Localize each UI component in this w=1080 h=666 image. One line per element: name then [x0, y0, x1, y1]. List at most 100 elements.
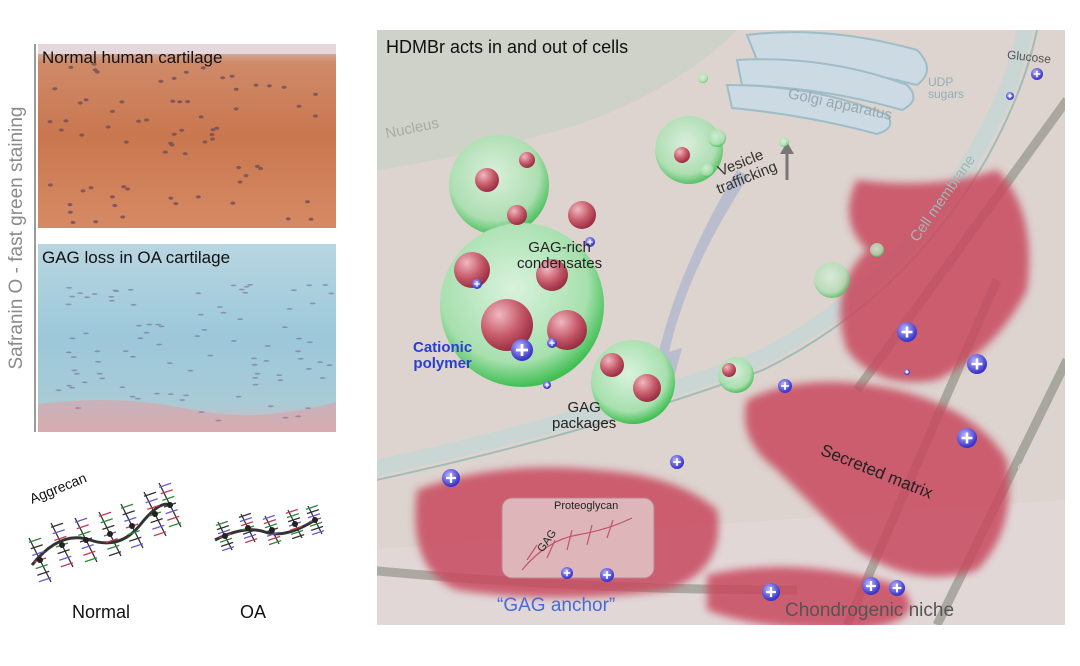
gag-chain: [124, 516, 137, 523]
chondrocyte-dot: [210, 128, 216, 132]
chondrocyte-dot: [195, 195, 201, 199]
chondrocyte-dot: [47, 183, 53, 187]
chondrocyte-dot: [77, 101, 83, 105]
plus-sign: [673, 458, 681, 466]
gag-chain: [268, 539, 282, 546]
plus-sign: [971, 358, 983, 370]
condensates-label: GAG-rich condensates: [517, 239, 603, 272]
chondrocyte-dot: [276, 374, 283, 376]
chondrocyte-dot: [277, 379, 284, 382]
gag-chain: [122, 510, 135, 516]
link-node: [269, 527, 275, 533]
chondrocyte-dot: [233, 107, 239, 111]
gag-chain: [54, 535, 67, 542]
gag-chain: [290, 529, 304, 536]
chondrocyte-dot: [263, 360, 270, 362]
chondrocyte-dot: [281, 85, 287, 89]
gag-chain: [286, 512, 300, 519]
chondrocyte-dot: [296, 104, 302, 108]
chondrocyte-dot: [136, 119, 142, 123]
chondrocyte-dot: [185, 100, 191, 104]
gag-chain: [83, 550, 96, 556]
link-node: [129, 523, 135, 529]
gag-chain: [84, 557, 98, 563]
link-node: [152, 511, 158, 517]
chondrocyte-dot: [220, 76, 226, 80]
chondrocyte-dot: [67, 210, 73, 214]
oa-label: OA: [240, 602, 267, 622]
gag-chain: [216, 524, 230, 531]
gag-chain: [76, 524, 89, 530]
gag-chain: [129, 536, 142, 542]
gag-chain: [215, 520, 229, 527]
chondrocyte-dot: [198, 115, 204, 119]
chondrocyte-dot: [187, 369, 194, 372]
plus-sign: [766, 587, 776, 597]
chondrocyte-dot: [254, 164, 260, 168]
gag-droplet: [600, 353, 624, 377]
gag-chain: [167, 515, 180, 521]
chondrocyte-dot: [166, 362, 173, 364]
plus-sign: [446, 473, 456, 483]
chondrocyte-dot: [69, 386, 76, 389]
chondrocyte-dot: [253, 83, 259, 87]
gag-chain: [309, 521, 323, 527]
chondrocyte-dot: [120, 215, 126, 219]
gag-chain: [285, 508, 299, 515]
chondrocyte-dot: [170, 99, 176, 103]
chondrocyte-dot: [312, 114, 318, 118]
main-illustration: HDMBr acts in and out of cells Nucleus G…: [377, 30, 1065, 625]
gag-chain: [74, 517, 88, 523]
chondrocyte-dot: [109, 195, 115, 199]
gag-chain: [220, 541, 234, 548]
gag-droplet: [454, 252, 490, 288]
chondrocyte-dot: [91, 62, 97, 66]
gag-chain: [105, 537, 118, 544]
chondrocyte-dot: [297, 357, 304, 360]
chondrocyte-dot: [305, 368, 312, 370]
oa-caption: GAG loss in OA cartilage: [42, 248, 231, 267]
chondrocyte-dot: [209, 133, 215, 137]
chondrocyte-dot: [215, 419, 222, 422]
chondrocyte-dot: [108, 295, 115, 298]
chondrocyte-dot: [66, 384, 73, 387]
chondrocyte-dot: [75, 407, 81, 409]
gag-droplet: [481, 299, 533, 351]
chondrocyte-dot: [306, 284, 313, 287]
chondrocyte-dot: [317, 361, 324, 363]
chondrocyte-dot: [83, 98, 89, 102]
gag-chain: [267, 535, 281, 542]
link-node: [312, 517, 318, 523]
chondrocyte-dot: [58, 128, 64, 132]
chondrocyte-dot: [66, 286, 72, 289]
chondrocyte-dot: [286, 308, 293, 310]
chondrocyte-dot: [201, 329, 208, 331]
gag-chain: [100, 518, 113, 524]
chondrocyte-dot: [229, 74, 235, 78]
gag-chain: [291, 533, 305, 540]
main-title: HDMBr acts in and out of cells: [386, 37, 629, 57]
gag-chain: [306, 508, 320, 515]
chondrocyte-dot: [258, 166, 263, 171]
gag-chain: [38, 577, 52, 583]
chondrocyte-dot: [171, 76, 177, 80]
plus-sign: [1033, 70, 1041, 78]
chondrocyte-dot: [68, 65, 74, 69]
chondrocyte-dot: [243, 285, 250, 288]
chondrocyte-dot: [326, 364, 333, 367]
chondrocyte-dot: [309, 302, 316, 305]
gag-droplet: [547, 310, 587, 350]
gag-chain: [35, 563, 48, 570]
link-node: [83, 537, 89, 543]
chondrocyte-dot: [65, 351, 72, 354]
chondrocyte-dot: [119, 100, 125, 104]
gag-anchor-label: “GAG anchor”: [497, 595, 616, 616]
chondrocyte-dot: [183, 70, 189, 74]
chondrocyte-dot: [168, 141, 174, 145]
plus-sign: [1007, 93, 1013, 99]
chondrocyte-dot: [82, 332, 89, 335]
oa-cartilage-panel: GAG loss in OA cartilage: [38, 244, 336, 432]
gag-chain: [217, 529, 231, 535]
plus-sign: [549, 340, 555, 346]
plus-sign: [474, 281, 480, 287]
